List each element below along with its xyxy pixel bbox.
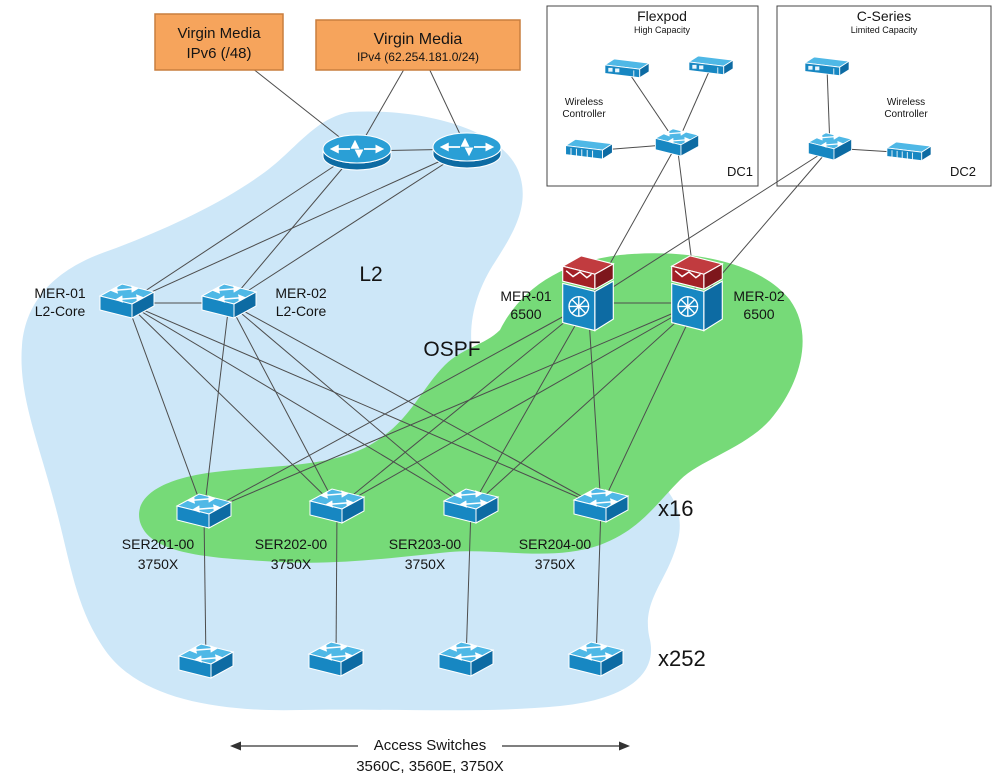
connection-line: [203, 512, 207, 664]
isp-box-ipv4: [315, 19, 521, 71]
footer-label-line2: 3560C, 3560E, 3750X: [356, 758, 504, 775]
access-switch-range-arrow: [230, 741, 630, 751]
isp-ipv4-label-line2: IPv4 (62.254.181.0/24): [357, 50, 479, 64]
connection-line: [126, 302, 602, 508]
ser201-label-line2: 3750X: [138, 556, 179, 572]
mer02-6500-label-line1: MER-02: [733, 288, 785, 304]
l2-zone-blob: [21, 111, 680, 711]
connection-line: [228, 302, 472, 509]
router-icon: [323, 135, 391, 170]
connection-line: [587, 147, 831, 304]
connection-line: [600, 302, 698, 508]
ser203-label-line2: 3750X: [405, 556, 446, 572]
dc2-boundary-box: [776, 5, 992, 187]
connection-line: [126, 150, 358, 304]
mer02-6500-label-line2: 6500: [743, 306, 774, 322]
footer-label-line1: Access Switches: [374, 737, 487, 754]
connection-line: [470, 302, 589, 509]
isp-ipv6-label-line2: IPv6 (/48): [186, 45, 251, 62]
dc2-badge: DC2: [950, 164, 976, 179]
router-icon: [433, 133, 501, 168]
ser204-label-line1: SER204-00: [519, 536, 592, 552]
connection-line: [595, 506, 602, 662]
connection-line: [203, 302, 698, 514]
connection-line: [126, 302, 472, 509]
ser204-label-line2: 3750X: [535, 556, 576, 572]
dc1-wireless-label-line1: Wireless: [565, 97, 603, 108]
mer01-l2-label-line1: MER-01: [34, 285, 86, 301]
dc1-wireless-label-line2: Controller: [562, 109, 606, 120]
dc2-subtitle: Limited Capacity: [851, 25, 918, 35]
mer01-l2-label-line2: L2-Core: [35, 303, 86, 319]
connection-line: [126, 148, 468, 304]
connection-line: [126, 302, 338, 509]
dc2-wireless-label-line2: Controller: [884, 109, 928, 120]
connection-line: [203, 302, 230, 514]
ser201-label-line1: SER201-00: [122, 536, 195, 552]
chassis-6500-icon: [561, 255, 615, 332]
mer02-l2-label-line2: L2-Core: [276, 303, 327, 319]
connection-line: [228, 302, 602, 508]
connection-line: [335, 507, 338, 662]
isp-ipv4-label-line1: Virgin Media: [374, 31, 463, 48]
connection-line: [126, 302, 205, 514]
connection-line: [228, 150, 358, 304]
ospf-zone-blob: [139, 253, 803, 563]
distribution-count-label: x16: [658, 496, 693, 521]
chassis-6500-icon: [670, 255, 724, 332]
isp-ipv6-label-line1: Virgin Media: [177, 25, 261, 42]
access-count-label: x252: [658, 646, 706, 671]
l2-zone-label: L2: [359, 263, 382, 286]
connection-line: [336, 302, 698, 509]
ser203-label-line1: SER203-00: [389, 536, 462, 552]
mer01-6500-label-line1: MER-01: [500, 288, 552, 304]
dc1-badge: DC1: [727, 164, 753, 179]
ser202-label-line2: 3750X: [271, 556, 312, 572]
mer02-l2-label-line1: MER-02: [275, 285, 327, 301]
connection-line: [228, 148, 468, 304]
dc1-subtitle: High Capacity: [634, 25, 691, 35]
connection-line: [465, 507, 472, 662]
connection-line: [336, 302, 589, 509]
connection-line: [470, 302, 698, 509]
ospf-zone-label: OSPF: [423, 338, 480, 361]
dc2-title: C-Series: [857, 8, 911, 24]
mer01-6500-label-line2: 6500: [510, 306, 541, 322]
connection-line: [203, 302, 589, 514]
isp-box-ipv6: [154, 13, 284, 71]
connection-line: [228, 302, 338, 509]
ser202-label-line1: SER202-00: [255, 536, 328, 552]
dc1-title: Flexpod: [637, 8, 687, 24]
connection-line: [587, 302, 602, 508]
dc2-wireless-label-line1: Wireless: [887, 97, 925, 108]
